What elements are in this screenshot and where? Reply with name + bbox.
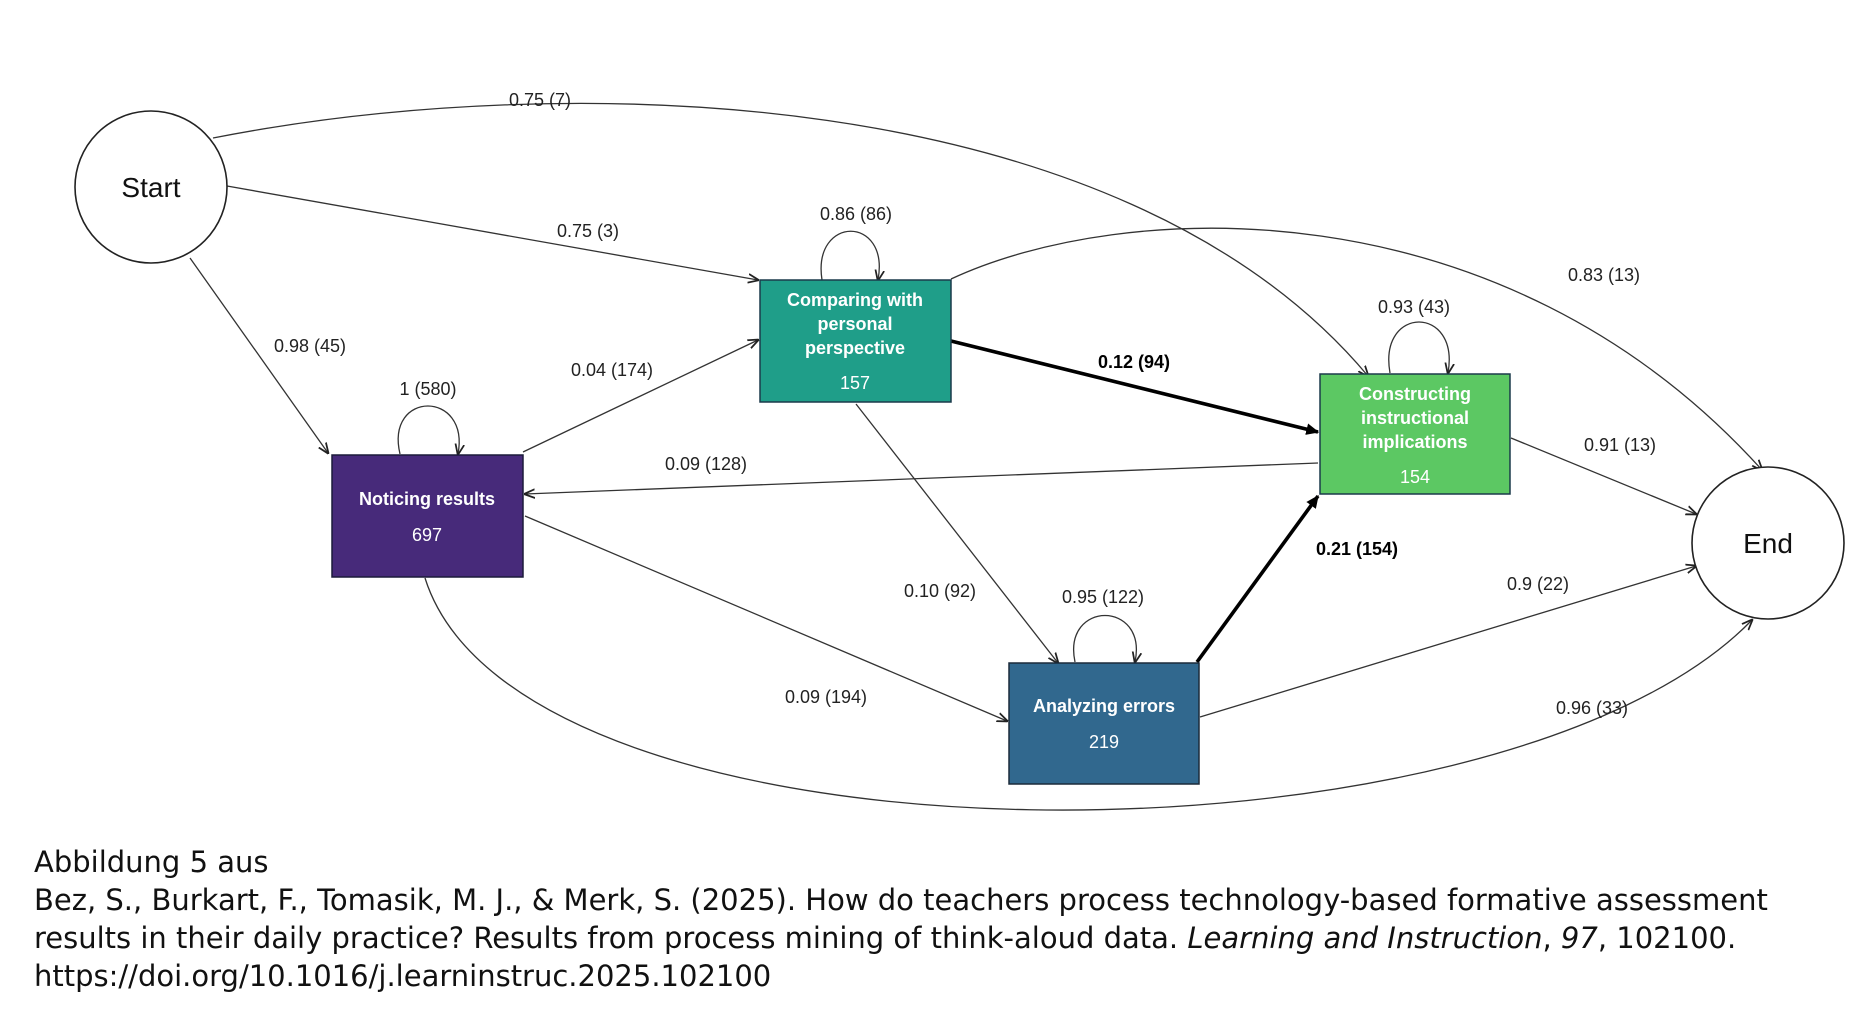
caption-heading: Abbildung 5 aus [34,845,269,879]
edge-noticing-comparing [522,340,758,453]
citation-text: Bez, S., Burkart, F., Tomasik, M. J., & … [34,883,1768,955]
node-analyzing[interactable]: Analyzing errors 219 [1008,662,1200,785]
edge-start-comparing [226,185,758,280]
edge-constructing-noticing [525,462,1319,494]
edge-constructing-self [1388,321,1449,373]
edge-label-analyzing-self: 0.95 (122) [1062,587,1144,607]
edge-label-constructing-self: 0.93 (43) [1378,297,1450,317]
edge-noticing-self [397,405,459,454]
edge-analyzing-constructing [1195,494,1320,664]
edge-comparing-end [950,227,1762,470]
node-constructing-count: 154 [1400,467,1430,487]
edge-label-noticing-self: 1 (580) [399,379,456,399]
edge-start-constructing [212,102,1368,376]
edge-label-start-constructing: 0.75 (7) [509,90,571,110]
end-node-label: End [1743,528,1793,559]
node-analyzing-label: Analyzing errors [1033,696,1175,716]
node-analyzing-count: 219 [1089,732,1119,752]
node-constructing-label-line-3: implications [1362,432,1467,452]
edge-label-start-comparing: 0.75 (3) [557,221,619,241]
node-noticing[interactable]: Noticing results 697 [331,454,524,578]
start-node-label: Start [121,172,180,203]
citation-volume: 97 [1560,921,1598,955]
edge-comparing-analyzing [855,403,1058,663]
edge-label-comparing-end: 0.83 (13) [1568,265,1640,285]
node-comparing-box [759,279,952,403]
node-comparing-label-line-2: personal [817,314,892,334]
node-constructing-label-line-2: instructional [1361,408,1469,428]
edge-label-noticing-comparing: 0.04 (174) [571,360,653,380]
edge-comparing-constructing [950,339,1320,435]
edge-label-constructing-end: 0.91 (13) [1584,435,1656,455]
node-comparing-label-line-3: perspective [805,338,905,358]
node-noticing-count: 697 [412,525,442,545]
edge-label-noticing-analyzing: 0.09 (194) [785,687,867,707]
caption-citation: Bez, S., Burkart, F., Tomasik, M. J., & … [34,881,1824,995]
edge-start-noticing [189,257,328,453]
edge-noticing-end [424,577,1752,811]
edge-constructing-end [1510,437,1696,514]
citation-doi[interactable]: , 102100. https://doi.org/10.1016/j.lear… [34,921,1737,993]
node-noticing-box [331,454,524,578]
node-constructing[interactable]: Constructing instructional implications … [1319,373,1511,495]
node-noticing-label: Noticing results [359,489,495,509]
edge-label-analyzing-end: 0.9 (22) [1507,574,1569,594]
edge-label-comparing-self: 0.86 (86) [820,204,892,224]
node-comparing[interactable]: Comparing with personal perspective 157 [759,279,952,403]
node-constructing-box [1319,373,1511,495]
edge-comparing-self [820,230,879,280]
citation-separator: , [1542,921,1561,955]
edge-label-analyzing-constructing: 0.21 (154) [1316,539,1398,559]
edge-label-start-noticing: 0.98 (45) [274,336,346,356]
start-node[interactable]: Start [74,110,228,264]
edge-label-comparing-constructing[interactable]: 0.12 (94) [1098,352,1170,372]
node-constructing-label-line-1: Constructing [1359,384,1471,404]
node-comparing-count: 157 [840,373,870,393]
edge-label-noticing-end: 0.96 (33) [1556,698,1628,718]
node-comparing-label-line-1: Comparing with [787,290,923,310]
edge-label-comparing-analyzing: 0.10 (92) [904,581,976,601]
edge-analyzing-self [1073,615,1137,663]
figure-caption: Abbildung 5 aus Bez, S., Burkart, F., To… [34,843,1824,995]
end-node[interactable]: End [1691,466,1845,620]
process-map-diagram: 0.75 (7) 0.75 (3) 0.98 (45) 0.86 (86) 0.… [74,90,1845,811]
node-analyzing-box [1008,662,1200,785]
edge-noticing-analyzing [524,515,1007,721]
citation-journal: Learning and Instruction [1187,921,1543,955]
edge-label-constructing-noticing: 0.09 (128) [665,454,747,474]
edge-analyzing-end [1199,566,1696,718]
